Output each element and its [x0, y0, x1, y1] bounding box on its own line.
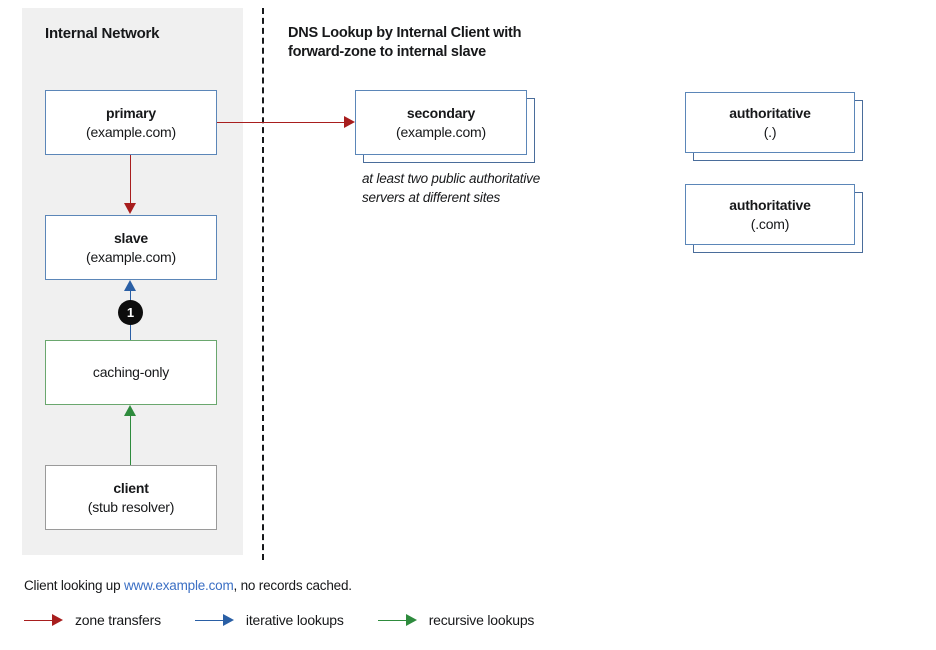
node-authoritative-com[interactable]: authoritative (.com) [685, 184, 855, 245]
legend-item-iterative-lookups: iterative lookups [194, 612, 344, 628]
connector-primary-to-secondary-line [217, 122, 348, 123]
legend-item-zone-transfers: zone transfers [24, 612, 161, 628]
node-authoritative-root-subtitle: (.) [763, 123, 777, 140]
node-caching-only[interactable]: caching-only [45, 340, 217, 405]
node-primary-subtitle: (example.com) [86, 123, 176, 140]
footer-note-prefix: Client looking up [24, 578, 124, 593]
node-slave-subtitle: (example.com) [86, 248, 176, 265]
diagram-title: DNS Lookup by Internal Client with forwa… [288, 24, 588, 62]
step-badge-1: 1 [118, 300, 143, 325]
connector-primary-to-slave-arrowhead [124, 203, 136, 214]
node-primary[interactable]: primary (example.com) [45, 90, 217, 155]
legend-label-zone-transfers: zone transfers [75, 612, 161, 628]
connector-primary-to-secondary-arrowhead [344, 116, 355, 128]
legend-label-iterative-lookups: iterative lookups [245, 612, 344, 628]
node-slave[interactable]: slave (example.com) [45, 215, 217, 280]
connector-primary-to-slave-line [130, 155, 131, 205]
node-client[interactable]: client (stub resolver) [45, 465, 217, 530]
node-client-title: client [113, 479, 149, 496]
legend: zone transfers iterative lookups recursi… [24, 612, 534, 628]
connector-client-to-caching-line [130, 415, 131, 465]
footer-note: Client looking up www.example.com, no re… [24, 578, 352, 593]
node-authoritative-root[interactable]: authoritative (.) [685, 92, 855, 153]
node-client-subtitle: (stub resolver) [87, 498, 175, 515]
internal-network-label: Internal Network [45, 25, 160, 42]
node-secondary-subtitle: (example.com) [396, 123, 486, 140]
secondary-caption: at least two public authoritative server… [362, 169, 592, 207]
connector-caching-to-slave-arrowhead [124, 280, 136, 291]
arrow-right-icon-recursive-lookups [377, 613, 420, 627]
footer-note-suffix: , no records cached. [233, 578, 353, 593]
diagram-title-line-1: DNS Lookup by Internal Client with [288, 25, 522, 41]
legend-item-recursive-lookups: recursive lookups [377, 612, 535, 628]
footer-note-link[interactable]: www.example.com [123, 578, 234, 593]
node-caching-only-title: caching-only [92, 364, 170, 380]
node-primary-title: primary [106, 104, 156, 121]
node-secondary[interactable]: secondary (example.com) [355, 90, 527, 155]
arrow-right-icon-zone-transfers [24, 613, 66, 627]
node-authoritative-root-title: authoritative [729, 104, 811, 121]
node-slave-title: slave [113, 229, 149, 246]
secondary-caption-line-2: servers at different sites [362, 190, 501, 205]
secondary-caption-line-1: at least two public authoritative [362, 171, 541, 186]
node-authoritative-com-title: authoritative [729, 196, 811, 213]
arrow-right-icon-iterative-lookups [194, 613, 237, 627]
network-boundary-divider [262, 8, 264, 560]
node-secondary-title: secondary [406, 104, 476, 121]
node-authoritative-com-subtitle: (.com) [750, 215, 790, 232]
connector-client-to-caching-arrowhead [124, 405, 136, 416]
legend-label-recursive-lookups: recursive lookups [428, 612, 535, 628]
diagram-title-line-2: forward-zone to internal slave [288, 44, 486, 60]
